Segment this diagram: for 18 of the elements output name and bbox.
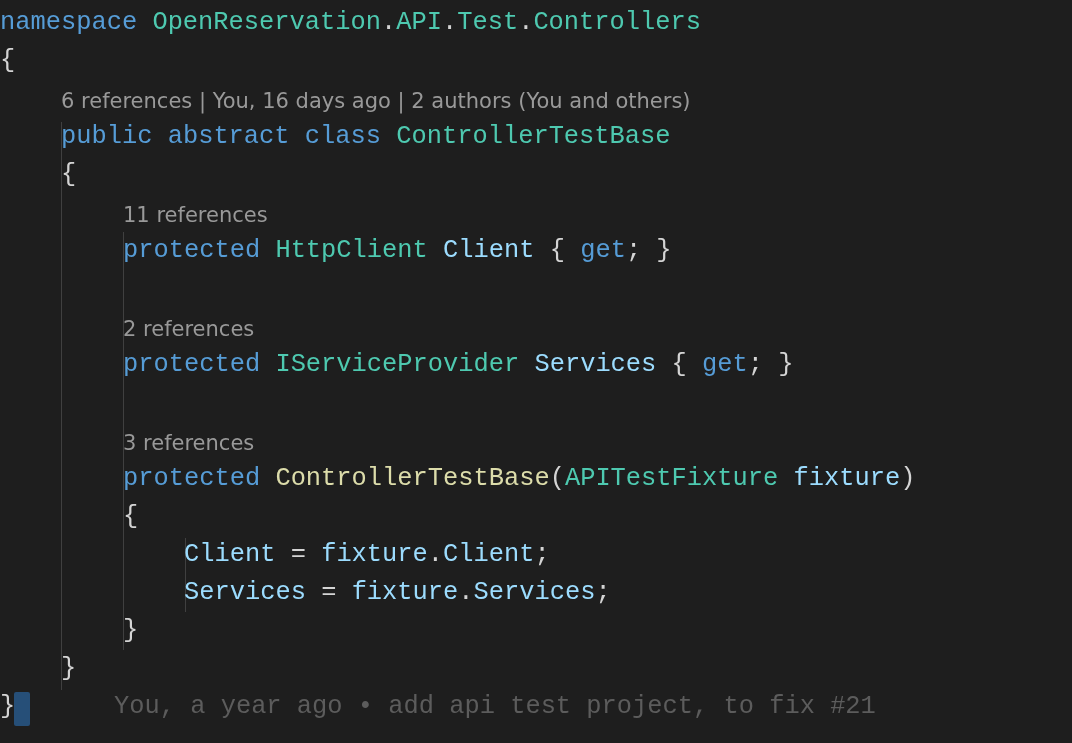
code-line: protected HttpClient Client { get; } <box>123 236 672 267</box>
code-line: protected IServiceProvider Services { get; } <box>123 350 794 381</box>
code-line: { <box>0 46 16 77</box>
code-line: } <box>0 692 16 723</box>
reference-count-note: 3 references <box>123 431 255 457</box>
code-line: Services = fixture.Services; <box>184 578 611 609</box>
code-line: Client = fixture.Client; <box>184 540 550 571</box>
reference-count-note: 2 references <box>123 317 255 343</box>
code-line: namespace OpenReservation.API.Test.Controllers <box>0 8 701 39</box>
code-line: } <box>123 616 139 647</box>
reference-count-note: 6 references | You, 16 days ago | 2 authors (You and others) <box>61 89 691 115</box>
code-line: public abstract class ControllerTestBase <box>61 122 671 153</box>
git-blame-annotation: You, a year ago • add api test project, to fix #21 <box>114 692 876 723</box>
code-line: { <box>61 160 77 191</box>
code-line: } <box>61 654 77 685</box>
reference-count-note: 11 references <box>123 203 268 229</box>
code-line: { <box>123 502 139 533</box>
code-line: protected ControllerTestBase(APITestFixture fixture) <box>123 464 916 495</box>
